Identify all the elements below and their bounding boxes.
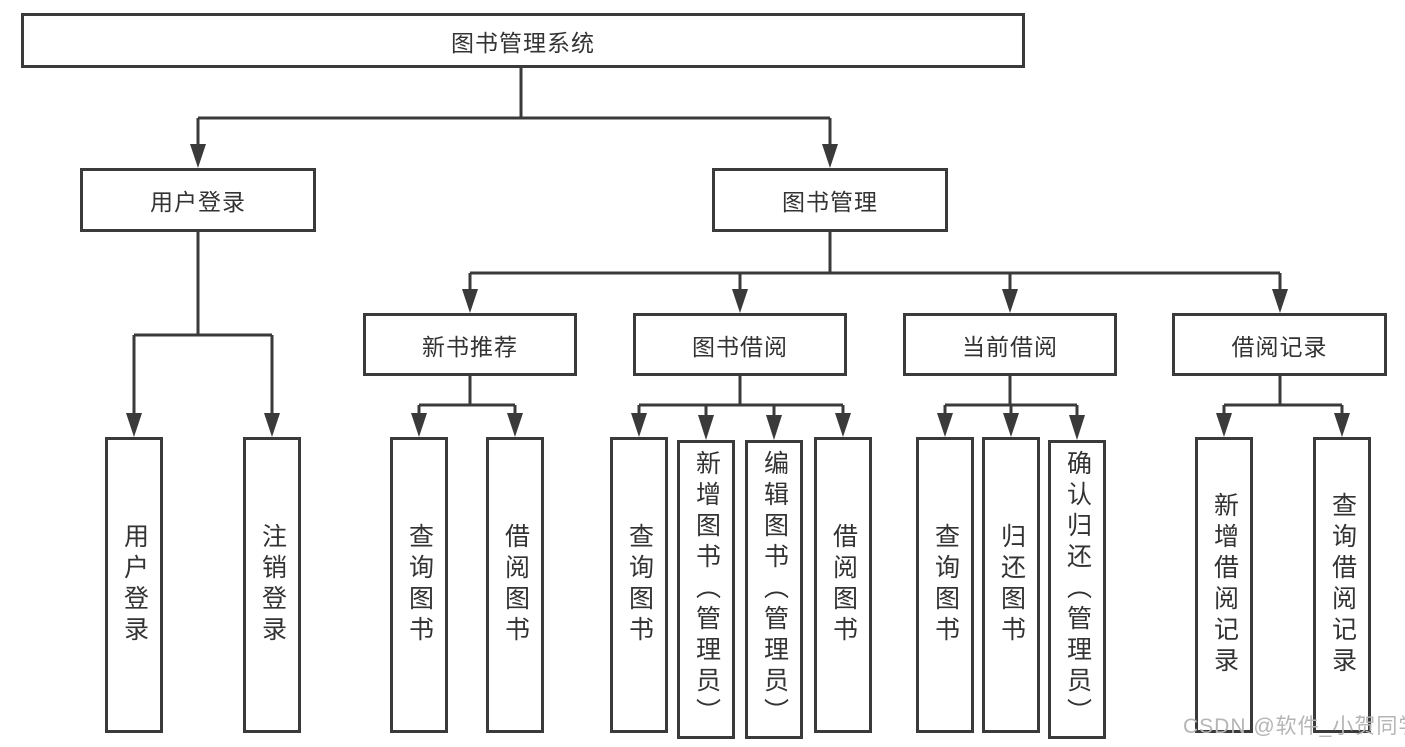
leaf-borrow-book: 借阅图书 — [814, 437, 872, 733]
arrow-down-icon — [411, 413, 427, 437]
leaf-query-book: 查询图书 — [916, 437, 974, 733]
node-label: 查询图书 — [931, 523, 960, 647]
leaf-add-book-admin: 新增图书（管理员） — [677, 440, 735, 739]
arrow-down-icon — [1002, 289, 1018, 313]
arrow-down-icon — [766, 415, 782, 440]
node-label: 用户登录 — [120, 523, 149, 647]
arrow-down-icon — [698, 415, 714, 440]
arrow-down-icon — [732, 289, 748, 313]
node-label: 借阅记录 — [1231, 333, 1328, 360]
node-user-login: 用户登录 — [80, 168, 316, 232]
node-current-borrow: 当前借阅 — [903, 313, 1117, 376]
leaf-return-book: 归还图书 — [982, 437, 1040, 733]
arrow-down-icon — [822, 144, 838, 168]
node-label: 用户登录 — [150, 189, 246, 215]
leaf-add-borrow-record: 新增借阅记录 — [1195, 437, 1253, 733]
leaf-query-book: 查询图书 — [610, 437, 668, 733]
arrow-down-icon — [1003, 413, 1019, 437]
node-label: 借阅图书 — [829, 523, 858, 647]
node-label: 确认归还（管理员） — [1063, 450, 1092, 729]
node-book-management: 图书管理 — [712, 168, 948, 232]
node-label: 图书管理 — [782, 189, 878, 215]
leaf-logout: 注销登录 — [243, 437, 301, 733]
leaf-user-login: 用户登录 — [105, 437, 163, 733]
leaf-query-borrow-record: 查询借阅记录 — [1313, 437, 1371, 733]
arrow-down-icon — [1272, 289, 1288, 313]
arrow-down-icon — [1069, 415, 1085, 440]
arrow-down-icon — [1334, 413, 1350, 437]
csdn-watermark: CSDN @软件_小贺同学 — [1183, 715, 1405, 738]
arrow-down-icon — [190, 144, 206, 168]
node-label: 新增图书（管理员） — [692, 450, 721, 729]
node-label: 图书管理系统 — [451, 29, 595, 56]
node-borrow-record: 借阅记录 — [1172, 313, 1387, 376]
node-label: 新增借阅记录 — [1210, 492, 1239, 678]
leaf-confirm-return-admin: 确认归还（管理员） — [1048, 440, 1106, 739]
node-label: 注销登录 — [258, 523, 287, 647]
arrow-down-icon — [631, 413, 647, 437]
node-label: 归还图书 — [997, 523, 1026, 647]
arrow-down-icon — [462, 289, 478, 313]
node-label: 当前借阅 — [962, 333, 1058, 360]
leaf-borrow-book: 借阅图书 — [486, 437, 544, 733]
leaf-query-book: 查询图书 — [390, 437, 448, 733]
node-label: 查询图书 — [405, 523, 434, 647]
node-book-borrow: 图书借阅 — [633, 313, 847, 376]
node-library-system: 图书管理系统 — [21, 13, 1025, 68]
arrow-down-icon — [835, 413, 851, 437]
node-new-book-recommend: 新书推荐 — [363, 313, 577, 376]
leaf-edit-book-admin: 编辑图书（管理员） — [745, 440, 803, 739]
node-label: 借阅图书 — [501, 523, 530, 647]
arrow-down-icon — [264, 413, 280, 437]
arrow-down-icon — [507, 413, 523, 437]
node-label: 查询借阅记录 — [1328, 492, 1357, 678]
arrow-down-icon — [126, 413, 142, 437]
node-label: 新书推荐 — [422, 333, 518, 360]
node-label: 编辑图书（管理员） — [760, 450, 789, 729]
arrow-down-icon — [937, 413, 953, 437]
node-label: 图书借阅 — [692, 333, 788, 360]
arrow-down-icon — [1216, 413, 1232, 437]
node-label: 查询图书 — [625, 523, 654, 647]
